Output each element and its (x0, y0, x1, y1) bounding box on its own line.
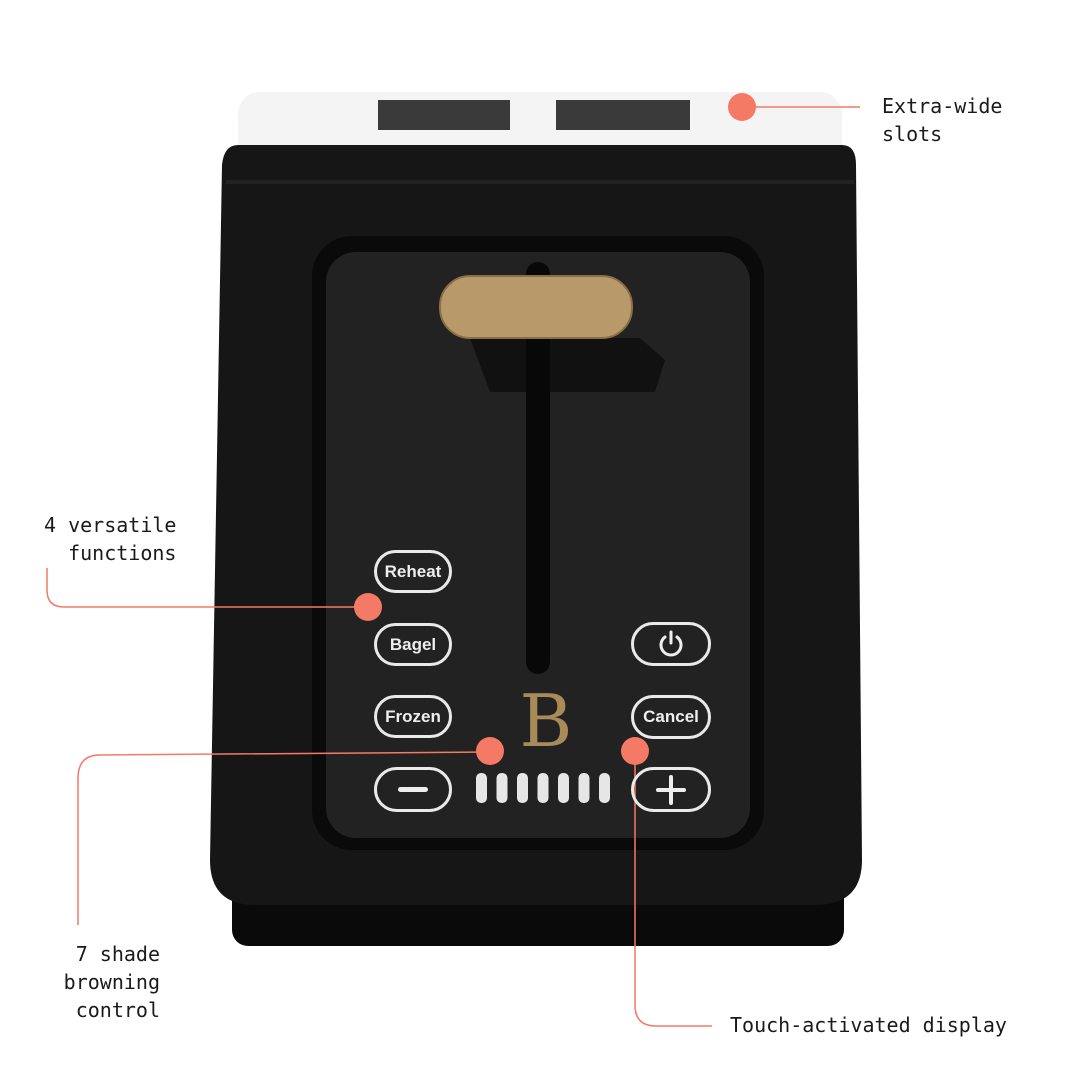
slot-left (378, 100, 510, 130)
callout-text: Touch-activated display (730, 1013, 1007, 1037)
cancel-button[interactable]: Cancel (631, 695, 711, 739)
minus-icon (398, 787, 428, 792)
shade-bar (599, 773, 610, 803)
callout-text: slots (882, 122, 943, 146)
power-button[interactable] (631, 622, 711, 666)
power-icon (659, 630, 683, 657)
slot-right (556, 100, 690, 130)
callout-text: functions (68, 541, 177, 565)
callout-text: 4 versatile (44, 513, 177, 537)
body-lid-edge (226, 180, 854, 184)
bagel-button[interactable]: Bagel (374, 623, 452, 666)
callout-dot-browning (476, 737, 504, 765)
frozen-button[interactable]: Frozen (374, 695, 452, 738)
callout-text: Extra-wide (882, 94, 1003, 118)
callout-line-browning (77, 751, 491, 925)
shade-increase-button[interactable] (631, 767, 711, 812)
callout-line-functions (46, 568, 368, 608)
callout-line-display (634, 752, 712, 1027)
callout-display: Touch-activated display (730, 1011, 1007, 1039)
callout-text: 7 shade (75, 942, 160, 966)
brand-logo: B (520, 679, 573, 763)
callout-functions: 4 versatile functions (44, 511, 176, 567)
shade-bar (517, 773, 528, 803)
shade-bar (496, 773, 508, 803)
callout-text: control (75, 998, 160, 1022)
plus-icon (656, 774, 686, 805)
lever-groove (526, 262, 550, 674)
shade-decrease-button[interactable] (374, 767, 452, 812)
callout-browning: 7 shade browning control (64, 940, 160, 1024)
shade-indicator (476, 773, 610, 803)
lever-shadow (470, 338, 665, 392)
shade-bar (558, 773, 569, 803)
shade-bar (537, 773, 549, 803)
reheat-button[interactable]: Reheat (374, 550, 452, 593)
callout-dot-functions (354, 593, 382, 621)
callout-dot-slots (728, 93, 756, 121)
shade-bar (476, 773, 487, 803)
callout-slots: Extra-wide slots (882, 92, 1002, 148)
callout-dot-display (621, 737, 649, 765)
callout-text: browning (63, 970, 160, 994)
shade-bar (578, 773, 590, 803)
lever-handle (439, 275, 633, 339)
